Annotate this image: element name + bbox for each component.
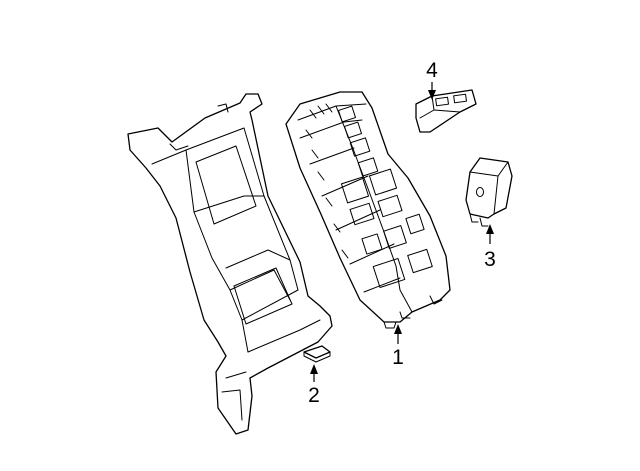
callout-label-2: 2	[308, 384, 320, 407]
callout-label-3: 3	[484, 248, 496, 271]
callout-leaders	[310, 82, 494, 382]
arrowhead-1	[394, 324, 402, 334]
fuse-relay-box	[285, 91, 451, 329]
callout-label-1: 1	[392, 346, 404, 369]
callout-label-4: 4	[426, 59, 438, 82]
mounting-bracket	[127, 93, 333, 435]
bracket-clip	[303, 345, 331, 363]
arrowhead-3	[486, 224, 494, 234]
arrowhead-4	[428, 90, 436, 100]
relay	[465, 157, 513, 227]
fuse	[415, 89, 477, 133]
arrowhead-2	[310, 364, 318, 374]
